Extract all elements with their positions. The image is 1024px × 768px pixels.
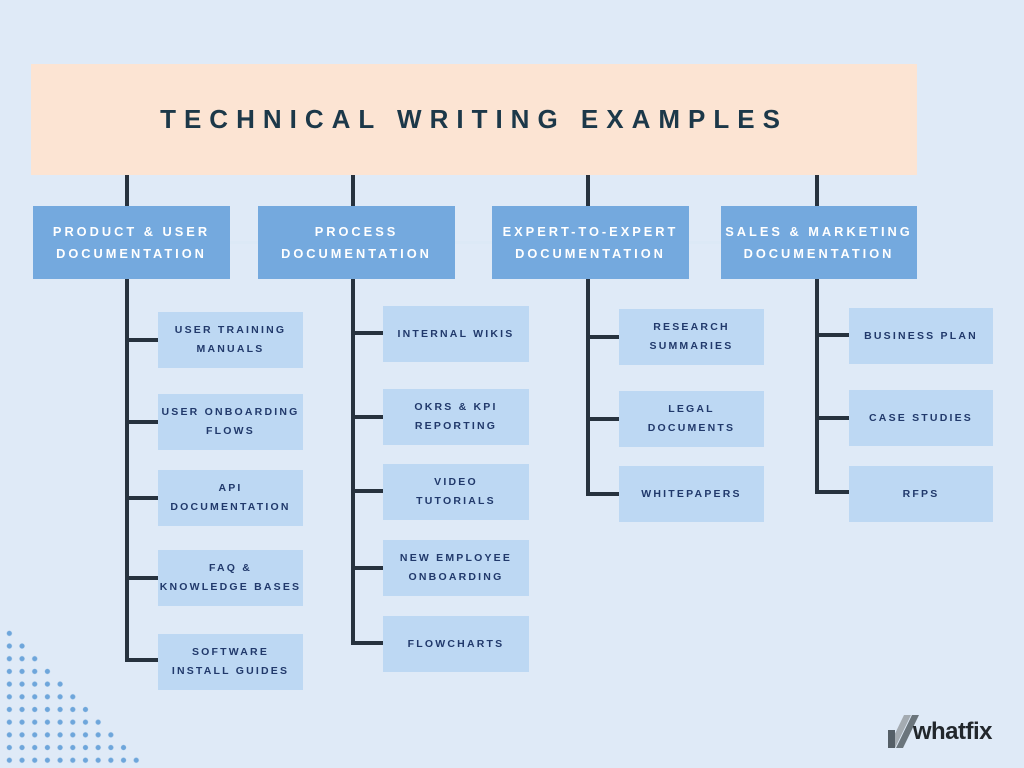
item-faq-knowledge-bases: FAQ & KNOWLEDGE BASES bbox=[158, 550, 303, 606]
item-label-line: INTERNAL WIKIS bbox=[397, 327, 515, 340]
item-label-line: DOCUMENTS bbox=[647, 422, 736, 434]
item-software-install-guides: SOFTWARE INSTALL GUIDES bbox=[158, 634, 303, 690]
item-okrs-kpi-reporting: OKRS & KPI REPORTING bbox=[383, 389, 529, 445]
item-label-line: SUMMARIES bbox=[649, 340, 734, 352]
category-label-line: DOCUMENTATION bbox=[281, 245, 432, 261]
item-new-employee-onboarding: NEW EMPLOYEE ONBOARDING bbox=[383, 540, 529, 596]
connector-stub bbox=[351, 415, 383, 419]
header-banner: TECHNICAL WRITING EXAMPLES bbox=[31, 64, 917, 175]
item-user-training-manuals: USER TRAINING MANUALS bbox=[158, 312, 303, 368]
item-label-line: TUTORIALS bbox=[416, 495, 496, 507]
item-label-line: NEW EMPLOYEE bbox=[399, 552, 513, 565]
whatfix-logo-mark bbox=[887, 715, 919, 748]
category-product-user-documentation: PRODUCT & USER DOCUMENTATION bbox=[33, 206, 230, 279]
item-business-plan: BUSINESS PLAN bbox=[849, 308, 993, 364]
item-label-line: VIDEO bbox=[434, 476, 478, 489]
item-whitepapers: WHITEPAPERS bbox=[619, 466, 764, 522]
connector-stub bbox=[351, 566, 383, 570]
category-label-line: PROCESS bbox=[314, 224, 399, 240]
category-process-documentation: PROCESS DOCUMENTATION bbox=[258, 206, 455, 279]
item-api-documentation: API DOCUMENTATION bbox=[158, 470, 303, 526]
item-label-line: RESEARCH bbox=[653, 321, 730, 334]
whatfix-logo-text: whatfix bbox=[912, 717, 993, 745]
item-label-line: REPORTING bbox=[414, 420, 498, 432]
connector-stub bbox=[586, 492, 619, 496]
item-flowcharts: FLOWCHARTS bbox=[383, 616, 529, 672]
page-title: TECHNICAL WRITING EXAMPLES bbox=[160, 104, 788, 134]
connector-stub bbox=[586, 335, 619, 339]
category-sales-marketing-documentation: SALES & MARKETING DOCUMENTATION bbox=[721, 206, 917, 279]
item-label-line: OKRS & KPI bbox=[414, 401, 498, 414]
connector-column-1 bbox=[125, 279, 129, 662]
item-label-line: KNOWLEDGE BASES bbox=[159, 581, 302, 593]
connector-stub bbox=[351, 331, 383, 335]
item-label-line: MANUALS bbox=[196, 343, 265, 355]
item-label-line: RFPS bbox=[902, 487, 940, 500]
connector-column-3 bbox=[586, 279, 590, 496]
category-label-line: DOCUMENTATION bbox=[56, 245, 207, 261]
whatfix-logo: whatfix bbox=[884, 714, 993, 749]
connector-stub bbox=[125, 496, 158, 500]
item-case-studies: CASE STUDIES bbox=[849, 390, 993, 446]
connector-stub bbox=[815, 333, 849, 337]
connector-top-2 bbox=[351, 175, 355, 206]
item-label-line: ONBOARDING bbox=[408, 571, 504, 583]
item-label-line: INSTALL GUIDES bbox=[171, 665, 290, 677]
connector-horizontal-3 bbox=[689, 241, 721, 244]
connector-top-1 bbox=[125, 175, 129, 206]
connector-stub bbox=[815, 490, 849, 494]
item-label-line: DOCUMENTATION bbox=[170, 501, 291, 513]
item-label-line: WHITEPAPERS bbox=[641, 487, 742, 500]
item-label-line: USER ONBOARDING bbox=[161, 406, 300, 419]
connector-stub bbox=[815, 416, 849, 420]
category-label-line: PRODUCT & USER bbox=[52, 224, 211, 240]
connector-top-4 bbox=[815, 175, 819, 206]
connector-horizontal-2 bbox=[455, 241, 492, 244]
item-video-tutorials: VIDEO TUTORIALS bbox=[383, 464, 529, 520]
item-label-line: SOFTWARE bbox=[191, 646, 270, 659]
category-label-line: DOCUMENTATION bbox=[515, 245, 666, 261]
item-label-line: FAQ & bbox=[208, 562, 253, 575]
item-label-line: API bbox=[218, 482, 243, 495]
category-expert-to-expert-documentation: EXPERT-TO-EXPERT DOCUMENTATION bbox=[492, 206, 689, 279]
item-label-line: FLOWS bbox=[206, 425, 255, 437]
connector-stub bbox=[125, 658, 158, 662]
item-internal-wikis: INTERNAL WIKIS bbox=[383, 306, 529, 362]
category-label-line: DOCUMENTATION bbox=[743, 245, 895, 261]
connector-stub bbox=[351, 641, 383, 645]
category-label-line: SALES & MARKETING bbox=[725, 224, 913, 240]
connector-top-3 bbox=[586, 175, 590, 206]
connector-stub bbox=[125, 420, 158, 424]
connector-horizontal-1 bbox=[230, 241, 258, 244]
item-rfps: RFPS bbox=[849, 466, 993, 522]
connector-stub bbox=[125, 338, 158, 342]
connector-column-2 bbox=[351, 279, 355, 645]
connector-stub bbox=[586, 417, 619, 421]
item-label-line: FLOWCHARTS bbox=[407, 637, 505, 650]
item-label-line: LEGAL bbox=[668, 403, 715, 416]
connector-column-4 bbox=[815, 279, 819, 494]
item-label-line: USER TRAINING bbox=[174, 324, 287, 337]
item-user-onboarding-flows: USER ONBOARDING FLOWS bbox=[158, 394, 303, 450]
connector-stub bbox=[351, 489, 383, 493]
item-research-summaries: RESEARCH SUMMARIES bbox=[619, 309, 764, 365]
connector-stub bbox=[125, 576, 158, 580]
item-label-line: BUSINESS PLAN bbox=[864, 329, 978, 342]
item-label-line: CASE STUDIES bbox=[869, 411, 973, 424]
item-legal-documents: LEGAL DOCUMENTS bbox=[619, 391, 764, 447]
category-label-line: EXPERT-TO-EXPERT bbox=[502, 224, 679, 240]
